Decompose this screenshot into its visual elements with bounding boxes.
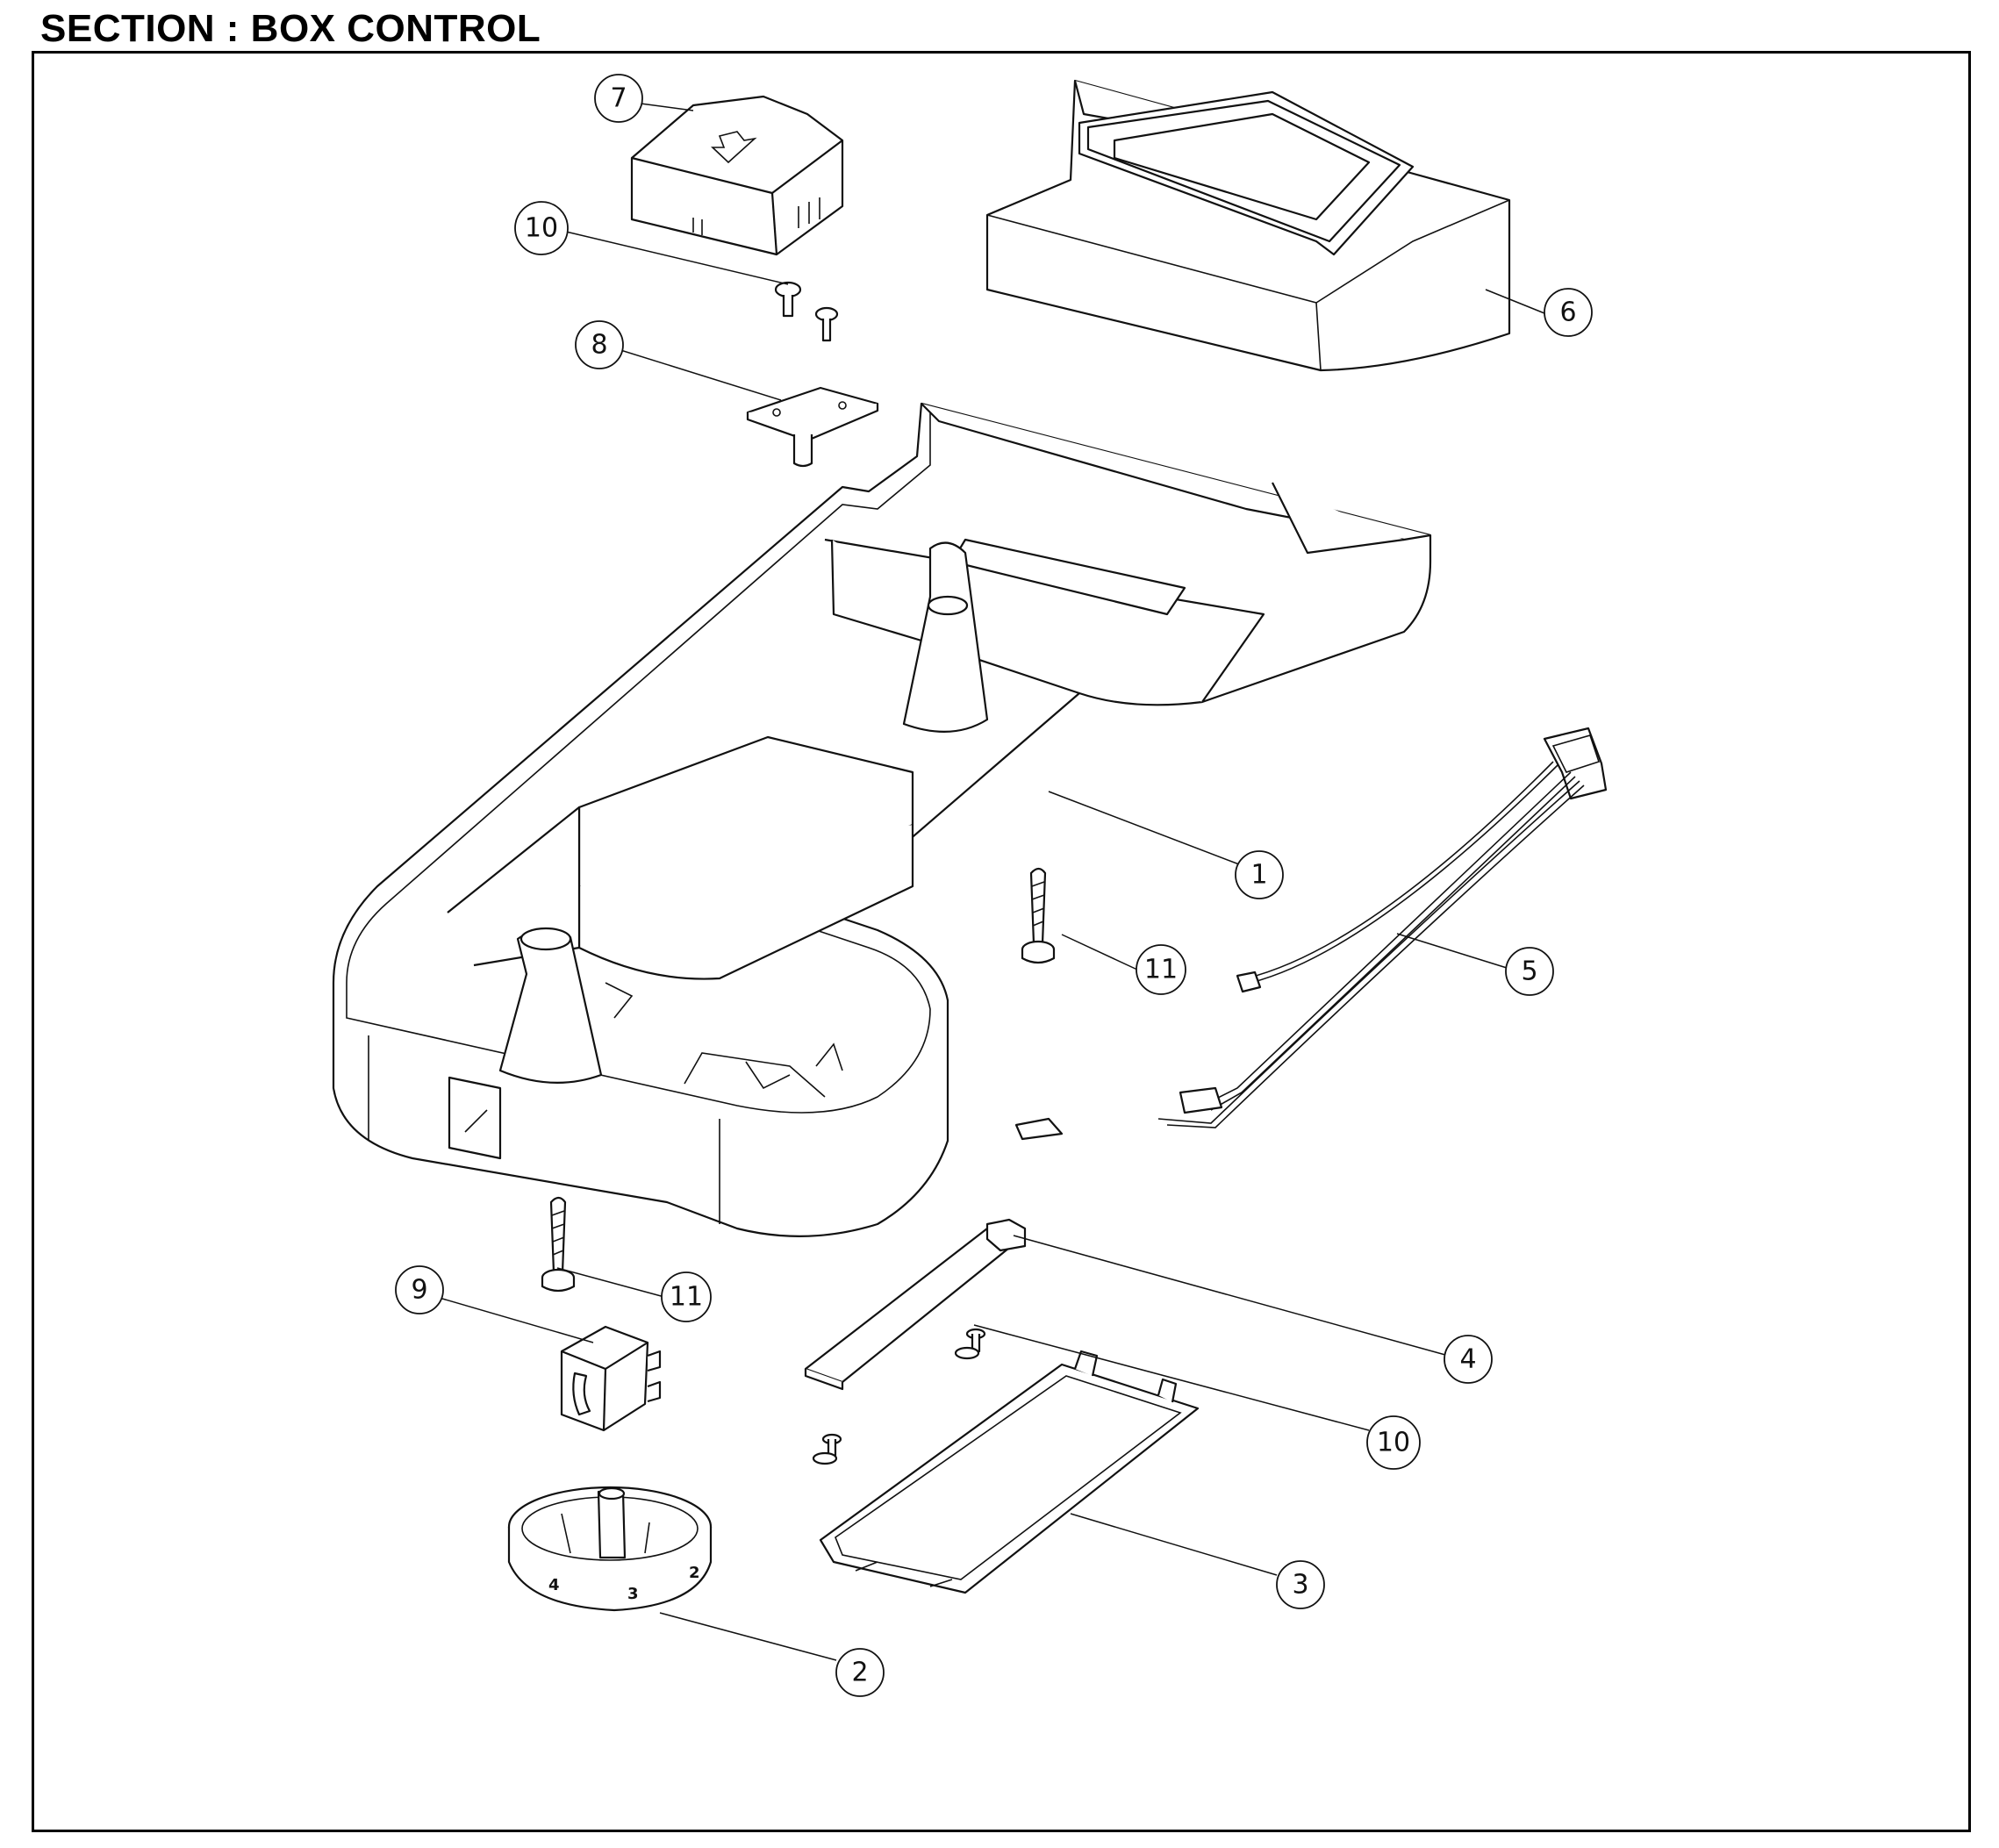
callout-6: 6 bbox=[1544, 288, 1593, 337]
callout-1: 1 bbox=[1235, 850, 1284, 899]
callout-5: 5 bbox=[1505, 947, 1554, 996]
svg-text:9: 9 bbox=[411, 1275, 427, 1306]
switch-pcb bbox=[746, 386, 879, 468]
svg-text:11: 11 bbox=[670, 1282, 703, 1313]
wire-harness bbox=[1014, 727, 1608, 1141]
svg-text:3: 3 bbox=[1292, 1570, 1308, 1601]
svg-text:5: 5 bbox=[1521, 956, 1537, 987]
callout-11-upper: 11 bbox=[1136, 944, 1186, 995]
dial-knob: 4 3 2 bbox=[507, 1486, 713, 1612]
callout-10-upper: 10 bbox=[514, 201, 569, 255]
insulation-strip bbox=[804, 1218, 1027, 1391]
callout-10-lower: 10 bbox=[1366, 1415, 1421, 1470]
screw-small-upper bbox=[774, 281, 839, 342]
svg-text:10: 10 bbox=[525, 213, 558, 244]
callout-3: 3 bbox=[1276, 1560, 1325, 1609]
leader-lines bbox=[420, 103, 1545, 1661]
screw-long-upper bbox=[1021, 867, 1056, 964]
cover-plate bbox=[819, 1350, 1200, 1594]
dial-number: 3 bbox=[627, 1585, 639, 1603]
svg-text:8: 8 bbox=[591, 330, 607, 361]
svg-text:11: 11 bbox=[1144, 955, 1178, 985]
diagram-frame bbox=[32, 51, 1971, 1832]
section-title: SECTION : BOX CONTROL bbox=[40, 7, 541, 50]
screw-long-lower bbox=[541, 1196, 576, 1293]
duct-cover bbox=[985, 79, 1511, 372]
svg-text:2: 2 bbox=[851, 1658, 868, 1688]
control-cover-cap bbox=[630, 95, 844, 256]
callout-11-lower: 11 bbox=[661, 1271, 712, 1322]
dial-number: 2 bbox=[689, 1564, 700, 1582]
svg-text:6: 6 bbox=[1559, 297, 1576, 328]
svg-text:4: 4 bbox=[1459, 1344, 1476, 1375]
callout-9: 9 bbox=[395, 1265, 444, 1314]
thermostat-switch bbox=[560, 1325, 662, 1432]
svg-text:7: 7 bbox=[610, 83, 627, 114]
screw-small-lower bbox=[812, 1328, 986, 1465]
callout-2: 2 bbox=[835, 1648, 885, 1697]
callout-4: 4 bbox=[1444, 1335, 1493, 1384]
box-control-housing bbox=[332, 402, 1432, 1237]
callout-7: 7 bbox=[594, 74, 643, 123]
dial-number: 4 bbox=[548, 1576, 560, 1594]
callout-8: 8 bbox=[575, 320, 624, 369]
svg-text:10: 10 bbox=[1377, 1428, 1410, 1458]
svg-text:1: 1 bbox=[1250, 860, 1267, 891]
